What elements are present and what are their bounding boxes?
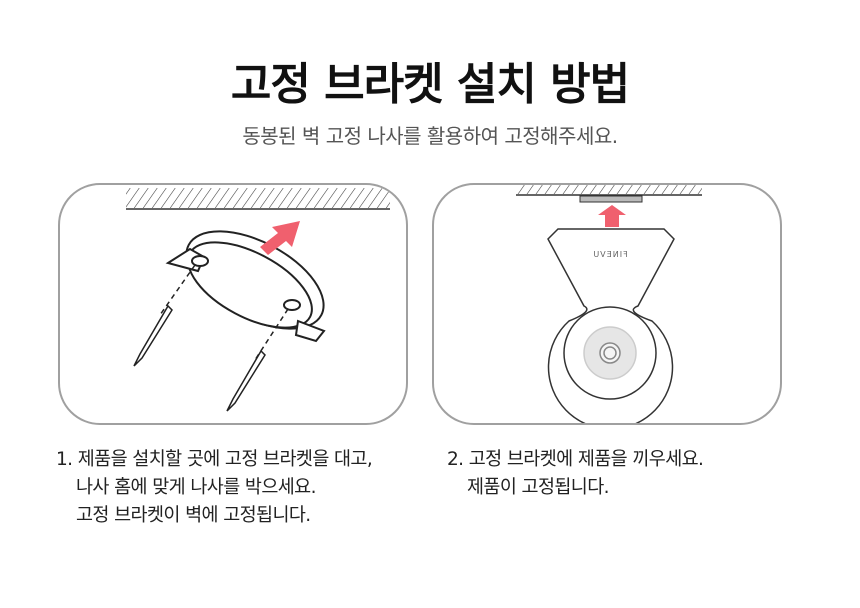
arrow-up-icon: [598, 205, 626, 227]
page-title: 고정 브라켓 설치 방법: [230, 59, 630, 110]
caption-line: 제품이 고정됩니다.: [467, 477, 610, 498]
caption-line: 고정 브라켓이 벽에 고정됩니다.: [76, 505, 311, 526]
page-subtitle: 동봉된 벽 고정 나사를 활용하여 고정해주세요.: [242, 124, 618, 148]
screw-icon: [133, 264, 289, 412]
arrow-up-right-icon: [260, 221, 300, 255]
step2-caption: 2. 고정 브라켓에 제품을 끼우세요. 제품이 고정됩니다.: [447, 446, 704, 502]
step1-caption: 1. 제품을 설치할 곳에 고정 브라켓을 대고, 나사 홈에 맞게 나사를 박…: [56, 446, 373, 530]
step1-illustration: [58, 183, 408, 425]
bracket-icon: [165, 230, 326, 343]
caption-line: 1. 제품을 설치할 곳에 고정 브라켓을 대고,: [56, 449, 373, 470]
step2-illustration: FINEVU: [432, 183, 782, 425]
bracket-plate: [579, 195, 643, 203]
camera-icon: [547, 228, 675, 423]
product-logo: FINEVU: [592, 250, 627, 259]
bracket-wall-mount-illustration: [126, 188, 390, 412]
wall-hatch: [516, 185, 702, 196]
wall-hatch: [126, 188, 390, 210]
caption-line: 2. 고정 브라켓에 제품을 끼우세요.: [447, 449, 704, 470]
camera-attach-illustration: FINEVU: [516, 185, 702, 423]
caption-line: 나사 홈에 맞게 나사를 박으세요.: [76, 477, 316, 498]
